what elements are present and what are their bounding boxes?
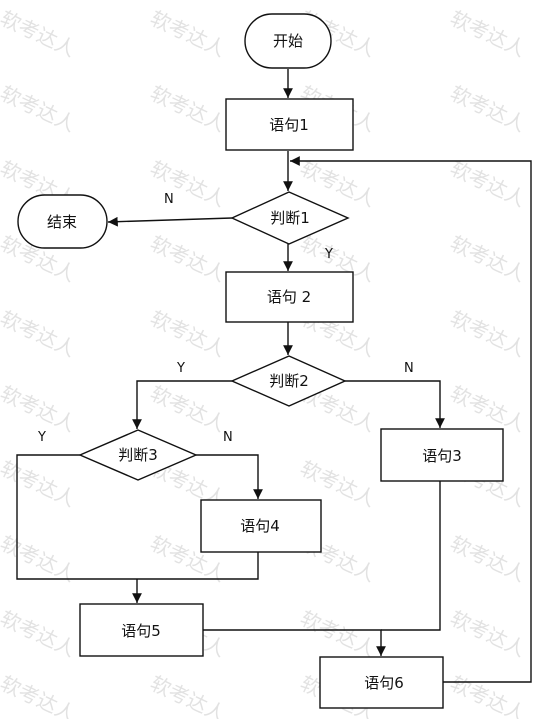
stmt5-label: 语句5 xyxy=(121,622,161,640)
edges xyxy=(16,69,532,683)
watermark-text: 软考达人 xyxy=(147,306,230,362)
edge-decision3-yes-loop xyxy=(16,454,137,580)
decision1-no-label: N xyxy=(164,192,174,207)
decision3-no-label: N xyxy=(223,430,233,445)
end-terminator: 结束 xyxy=(17,194,108,249)
watermark-text: 软考达人 xyxy=(0,531,79,587)
decision2-diamond: 判断2 xyxy=(230,355,347,407)
decision1-yes-label: Y xyxy=(324,247,333,262)
watermark-text: 软考达人 xyxy=(447,671,530,719)
start-label: 开始 xyxy=(273,32,303,50)
edge-decision2-stmt3 xyxy=(345,380,445,428)
watermark-text: 软考达人 xyxy=(147,156,230,212)
stmt1-box: 语句1 xyxy=(225,98,354,151)
decision2-no-label: N xyxy=(404,361,414,376)
stmt2-label: 语句 2 xyxy=(267,288,311,306)
edge-decision2-decision3 xyxy=(132,380,232,429)
end-label: 结束 xyxy=(47,213,77,231)
watermark-text: 软考达人 xyxy=(0,81,79,137)
edge-stmt4-merge xyxy=(137,552,259,580)
watermark-text: 软考达人 xyxy=(447,306,530,362)
stmt5-box: 语句5 xyxy=(79,603,204,657)
watermark-text: 软考达人 xyxy=(147,6,230,62)
watermark-text: 软考达人 xyxy=(0,456,79,512)
watermark-text: 软考达人 xyxy=(447,6,530,62)
watermark-text: 软考达人 xyxy=(447,531,530,587)
stmt3-label: 语句3 xyxy=(422,447,462,465)
watermark-text: 软考达人 xyxy=(147,231,230,287)
watermark-text: 软考达人 xyxy=(297,606,380,662)
decision3-diamond: 判断3 xyxy=(78,429,198,481)
start-terminator: 开始 xyxy=(244,13,332,69)
decision3-label: 判断3 xyxy=(118,446,158,464)
stmt6-box: 语句6 xyxy=(319,656,444,709)
watermark-text: 软考达人 xyxy=(147,381,230,437)
stmt1-label: 语句1 xyxy=(269,116,309,134)
edge-decision1-end xyxy=(107,216,233,227)
stmt4-box: 语句4 xyxy=(200,499,322,553)
watermark-text: 软考达人 xyxy=(0,606,79,662)
edge-stmt3-stmt6 xyxy=(381,481,441,631)
watermark-text: 软考达人 xyxy=(0,381,79,437)
watermark-text: 软考达人 xyxy=(447,381,530,437)
decision1-diamond: 判断1 xyxy=(230,191,350,245)
edge-stmt6-loop-back xyxy=(290,156,532,683)
decision2-yes-label: Y xyxy=(176,361,185,376)
watermark-text: 软考达人 xyxy=(0,671,79,719)
watermark-text: 软考达人 xyxy=(447,81,530,137)
stmt4-label: 语句4 xyxy=(240,517,280,535)
decision2-label: 判断2 xyxy=(269,372,309,390)
watermark-text: 软考达人 xyxy=(147,671,230,719)
watermark-text: 软考达人 xyxy=(447,156,530,212)
stmt6-label: 语句6 xyxy=(364,674,404,692)
watermark-text: 软考达人 xyxy=(0,306,79,362)
watermark-text: 软考达人 xyxy=(447,231,530,287)
watermark-text: 软考达人 xyxy=(447,606,530,662)
stmt3-box: 语句3 xyxy=(380,428,504,482)
watermark-text: 软考达人 xyxy=(0,6,79,62)
edge-decision3-stmt4 xyxy=(196,454,263,499)
decision1-label: 判断1 xyxy=(270,209,310,227)
watermark-text: 软考达人 xyxy=(147,81,230,137)
stmt2-box: 语句 2 xyxy=(225,271,354,323)
decision3-yes-label: Y xyxy=(37,430,46,445)
